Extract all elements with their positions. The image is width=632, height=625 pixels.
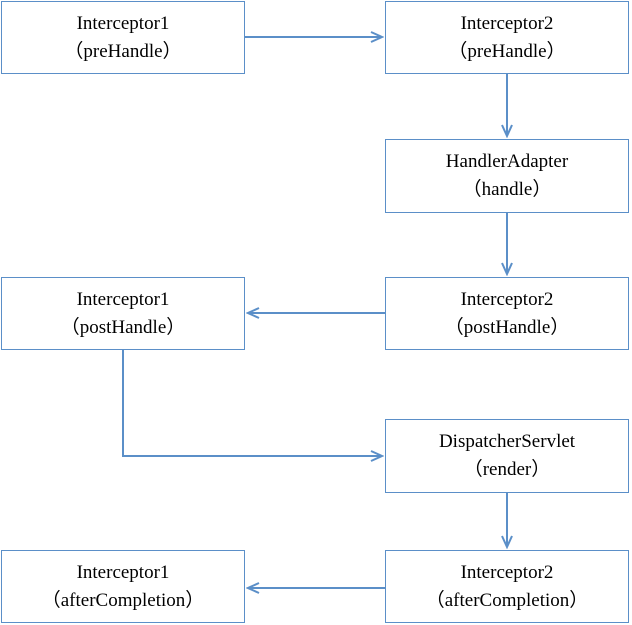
node-title: HandlerAdapter (445, 151, 569, 172)
node-title: Interceptor1 (76, 12, 170, 34)
node-method: （postHandle） (444, 316, 570, 338)
node-method: （postHandle） (60, 316, 186, 338)
node-handleradapter-handle: HandlerAdapter （handle） (385, 139, 629, 213)
node-title: Interceptor1 (76, 288, 170, 310)
node-interceptor2-aftercompletion: Interceptor2 （afterCompletion） (385, 550, 629, 623)
node-method: （render） (463, 459, 551, 480)
node-method: （afterCompletion） (41, 589, 205, 611)
node-title: Interceptor2 (460, 561, 554, 583)
node-title: Interceptor2 (460, 12, 554, 34)
node-interceptor1-posthandle: Interceptor1 （postHandle） (1, 277, 245, 350)
node-interceptor1-prehandle: Interceptor1 （preHandle） (1, 1, 245, 74)
node-dispatcherservlet-render: DispatcherServlet （render） (385, 419, 629, 493)
node-title: DispatcherServlet (438, 431, 576, 452)
node-method: （handle） (462, 179, 552, 200)
node-interceptor2-prehandle: Interceptor2 （preHandle） (385, 1, 629, 74)
node-interceptor1-aftercompletion: Interceptor1 （afterCompletion） (1, 550, 245, 623)
arrow-interceptor1-posthandle-to-dispatcherservlet-render (122, 350, 382, 456)
node-method: （preHandle） (448, 40, 566, 62)
node-method: （afterCompletion） (425, 589, 589, 611)
node-interceptor2-posthandle: Interceptor2 （postHandle） (385, 277, 629, 350)
node-method: （preHandle） (64, 40, 182, 62)
node-title: Interceptor2 (460, 288, 554, 310)
node-title: Interceptor1 (76, 561, 170, 583)
